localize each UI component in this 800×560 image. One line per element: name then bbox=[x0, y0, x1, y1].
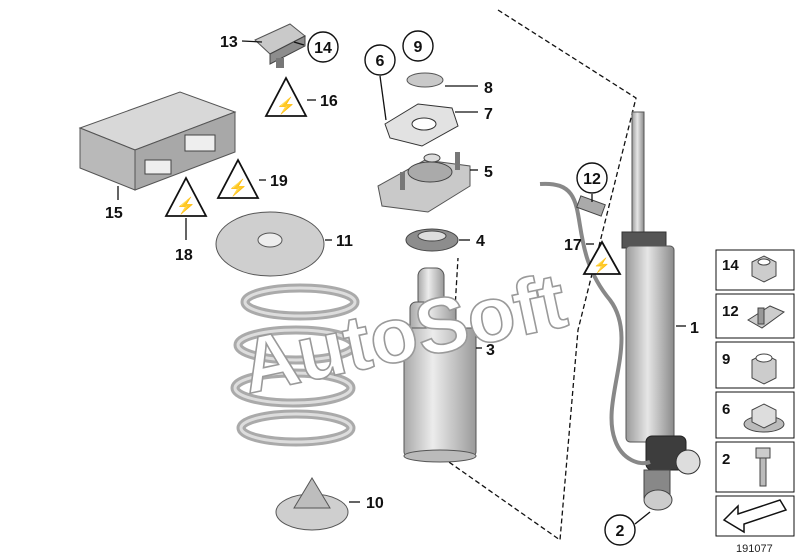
protection-tube bbox=[403, 267, 477, 463]
legend-label-14: 14 bbox=[722, 257, 739, 274]
part-label-7: 7 bbox=[484, 106, 493, 123]
part-label-14: 14 bbox=[314, 40, 332, 57]
svg-text:⚡: ⚡ bbox=[228, 178, 248, 197]
shock-absorber bbox=[621, 111, 701, 511]
bracket bbox=[254, 23, 306, 68]
svg-text:⚡: ⚡ bbox=[593, 257, 610, 274]
part-label-5: 5 bbox=[484, 164, 493, 181]
part-label-11: 11 bbox=[336, 233, 353, 250]
sensor-cable bbox=[539, 181, 651, 466]
legend: 14 12 9 6 2 bbox=[715, 249, 795, 537]
part-label-15: 15 bbox=[105, 205, 123, 222]
part-label-10: 10 bbox=[366, 495, 384, 512]
part-label-12: 12 bbox=[583, 171, 601, 188]
strut-mount bbox=[377, 152, 471, 213]
clip-icon bbox=[747, 305, 786, 329]
part-label-16: 16 bbox=[320, 93, 338, 110]
spring-pad bbox=[215, 211, 325, 277]
legend-label-6: 6 bbox=[722, 401, 730, 418]
part-label-18: 18 bbox=[175, 247, 193, 264]
bolt-icon bbox=[755, 447, 771, 487]
part-label-2: 2 bbox=[616, 523, 625, 540]
part-label-6: 6 bbox=[376, 53, 385, 70]
direction-arrow-icon bbox=[722, 499, 788, 534]
cable-clip bbox=[576, 195, 606, 217]
warning-triangle-icon: ⚡ bbox=[216, 158, 260, 199]
warning-triangle-icon: ⚡ bbox=[582, 240, 622, 275]
warning-triangle-icon: ⚡ bbox=[264, 76, 308, 117]
warning-triangle-icon: ⚡ bbox=[164, 176, 208, 217]
part-label-1: 1 bbox=[690, 320, 699, 337]
part-label-17: 17 bbox=[564, 237, 582, 254]
legend-label-12: 12 bbox=[722, 303, 739, 320]
reference-code: 191077 bbox=[736, 543, 773, 555]
part-label-4: 4 bbox=[476, 233, 485, 250]
legend-label-9: 9 bbox=[722, 351, 730, 368]
part-label-8: 8 bbox=[484, 80, 493, 97]
collar-nut-icon bbox=[743, 403, 785, 433]
self-locking-nut-icon bbox=[751, 353, 777, 385]
part-label-3: 3 bbox=[486, 342, 495, 359]
svg-text:⚡: ⚡ bbox=[276, 96, 296, 115]
part-label-9: 9 bbox=[414, 39, 423, 56]
washer bbox=[406, 72, 444, 88]
part-label-19: 19 bbox=[270, 173, 288, 190]
part-label-13: 13 bbox=[220, 34, 238, 51]
svg-text:⚡: ⚡ bbox=[176, 196, 196, 215]
lower-spring-pad bbox=[275, 477, 349, 531]
control-unit bbox=[78, 91, 237, 191]
legend-label-2: 2 bbox=[722, 451, 730, 468]
